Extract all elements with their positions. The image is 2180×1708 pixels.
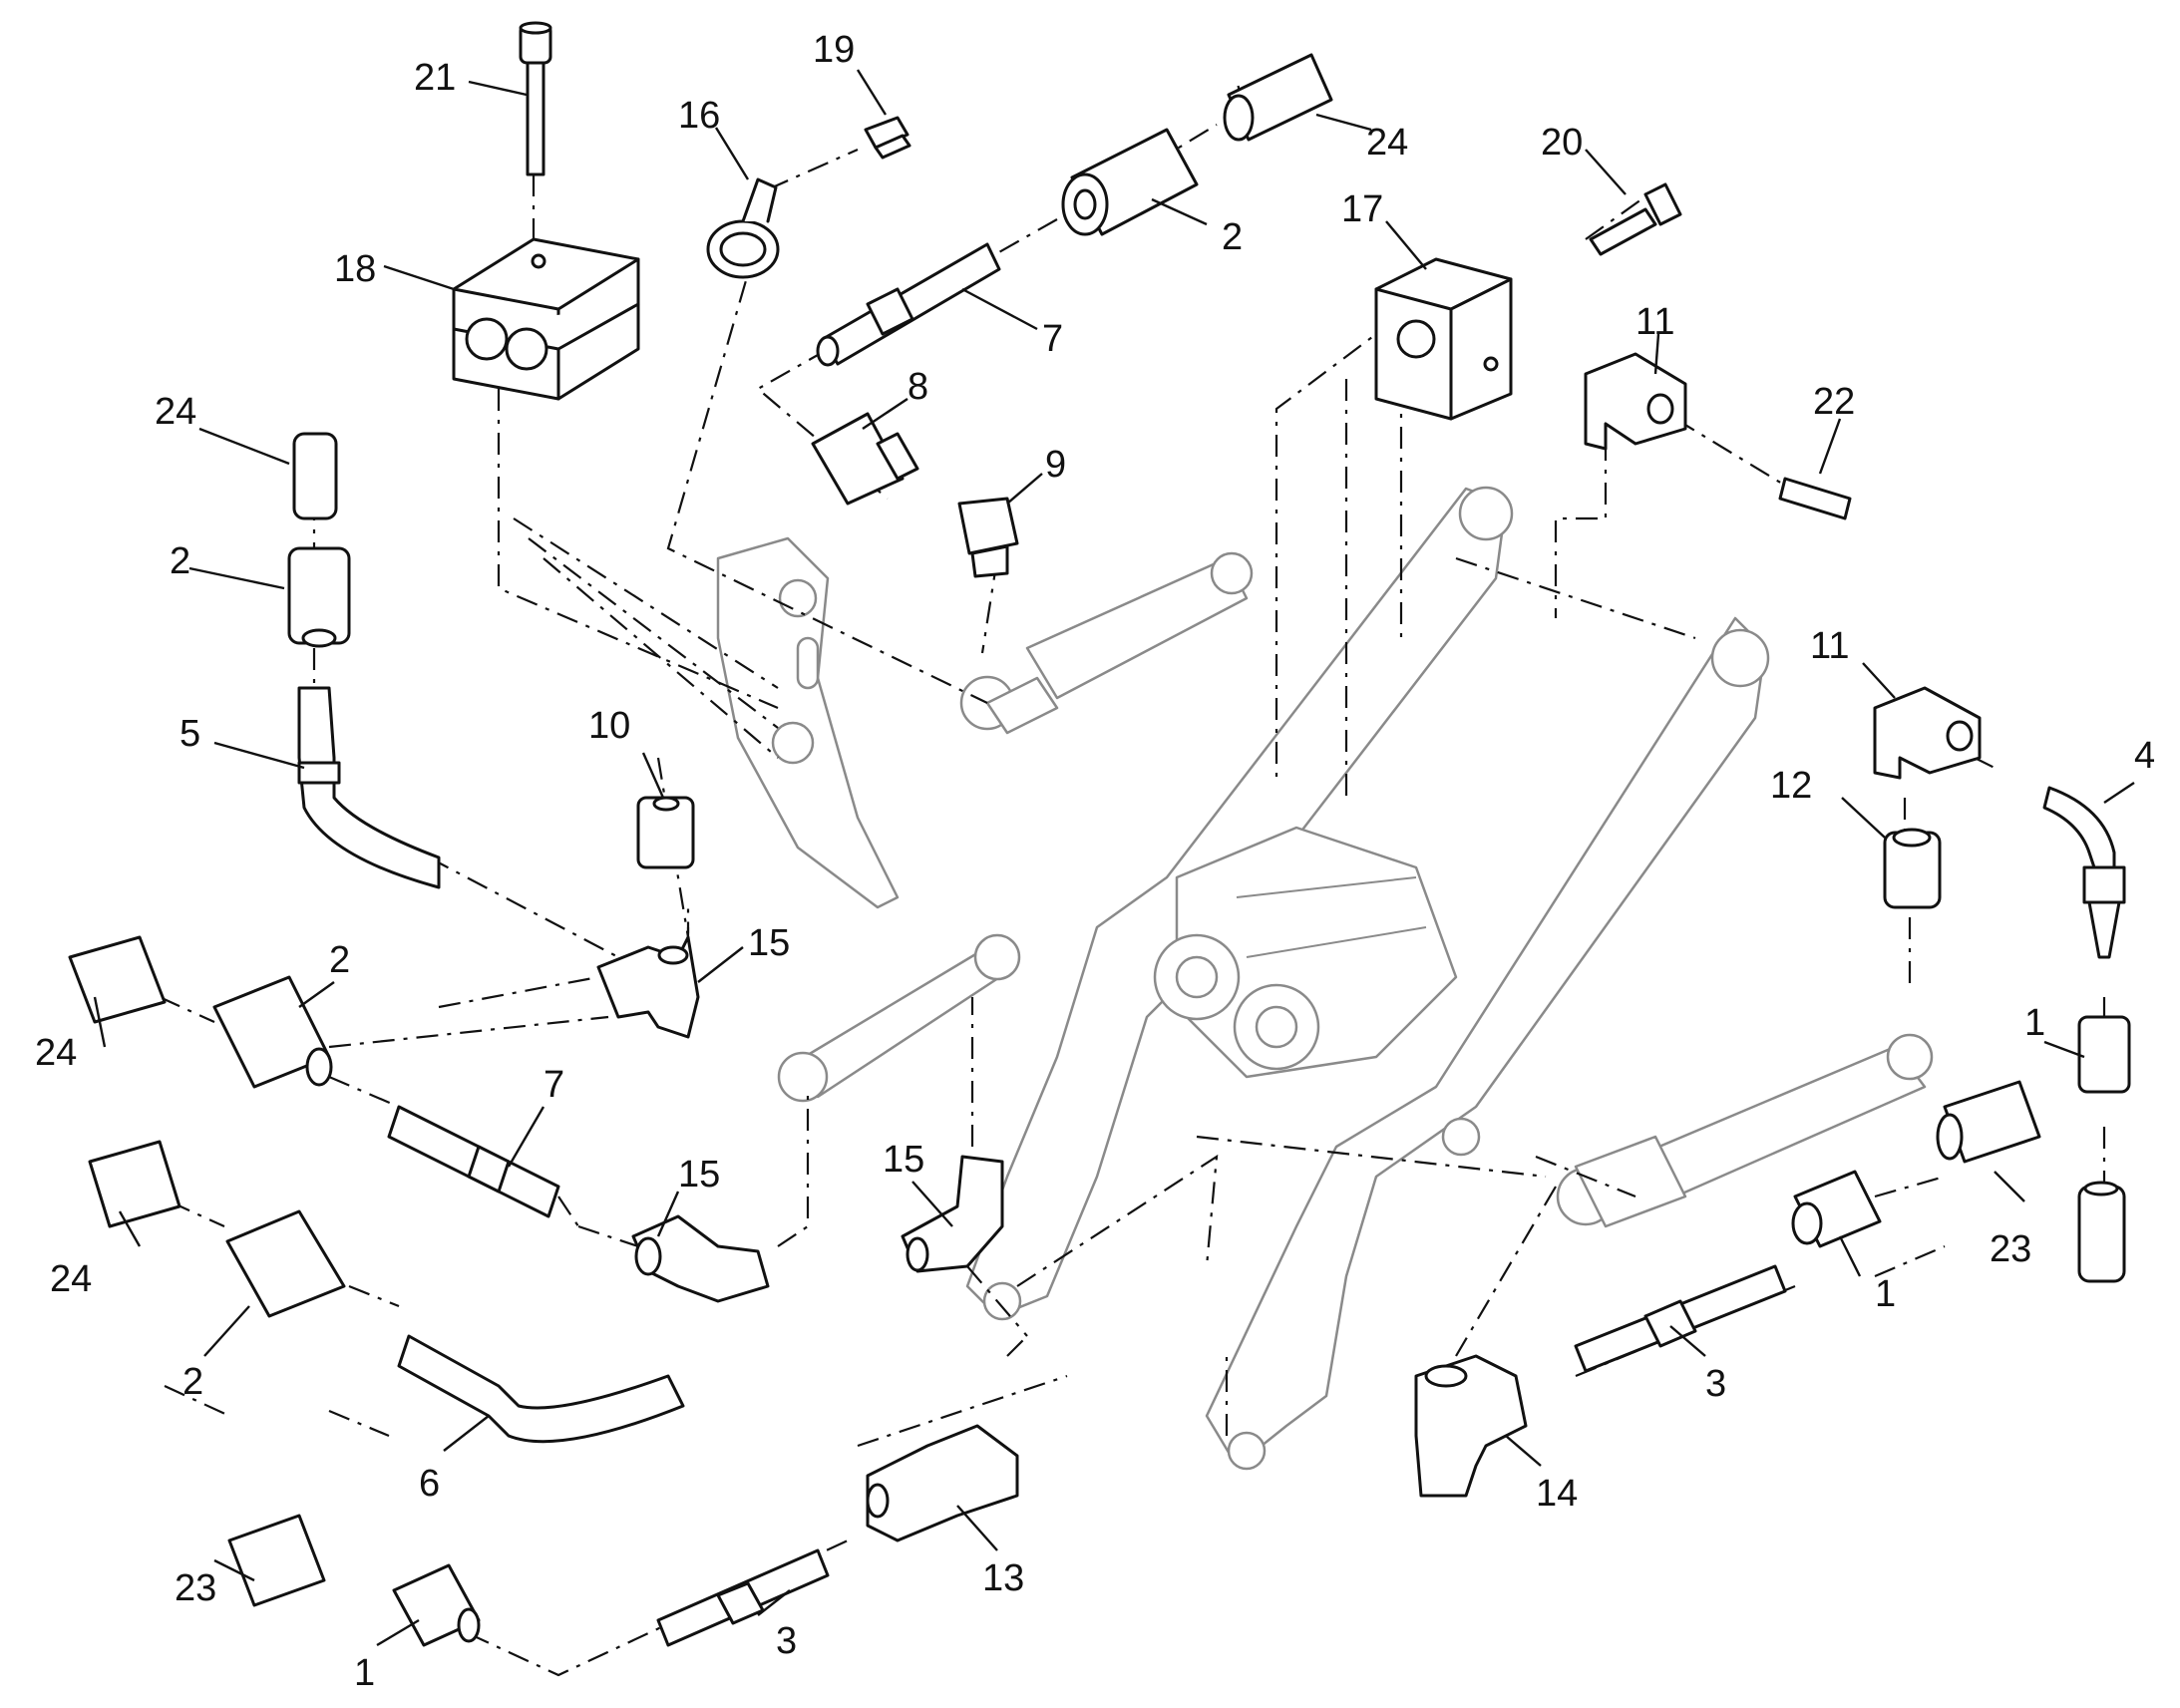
nut-10[interactable] (636, 796, 695, 869)
adapter-13[interactable] (866, 1424, 1019, 1542)
cap-screw-19[interactable] (864, 116, 911, 160)
callout-15-right: 15 (883, 1139, 924, 1181)
sleeve-24-left-upper[interactable] (292, 432, 338, 520)
hose-fitting-3-mid[interactable] (1574, 1264, 1787, 1373)
callout-7-mid: 7 (544, 1064, 564, 1106)
callout-9: 9 (1045, 444, 1066, 486)
callout-24-left-upper: 24 (155, 391, 196, 433)
callout-24-left-mid: 24 (35, 1032, 77, 1074)
callout-1-left-lower: 1 (354, 1652, 375, 1694)
hose-fitting-3-lower[interactable] (656, 1548, 830, 1647)
hose-fitting-7-mid[interactable] (387, 1105, 560, 1218)
sleeve-23-right[interactable] (2077, 1181, 2126, 1283)
hose-end-4[interactable] (2042, 786, 2126, 959)
hose-fitting-7-top[interactable] (816, 242, 1001, 367)
nut-1-right-upper[interactable] (2077, 1015, 2131, 1094)
nut-1-left-lower[interactable] (392, 1563, 481, 1647)
sleeve-24-left-lower[interactable] (88, 1140, 182, 1228)
callout-13: 13 (982, 1557, 1024, 1599)
sleeve-23-right-lower[interactable] (1936, 1080, 2041, 1164)
cap-screw-20[interactable] (1589, 182, 1682, 256)
callout-4: 4 (2134, 735, 2155, 777)
callout-15-lower: 15 (678, 1154, 720, 1196)
hose-end-5[interactable] (297, 686, 441, 889)
callout-19: 19 (813, 29, 855, 71)
elbow-11-right[interactable] (1873, 686, 1982, 780)
nut-2-left-lower[interactable] (225, 1209, 346, 1318)
callout-2-left-lower: 2 (182, 1361, 203, 1403)
callout-20: 20 (1541, 122, 1583, 164)
callout-2-left-mid: 2 (329, 939, 350, 981)
callout-2-top: 2 (1222, 216, 1243, 258)
elbow-15-right[interactable] (901, 1155, 1004, 1273)
adapter-8[interactable] (811, 412, 919, 506)
callout-7-top: 7 (1042, 318, 1063, 360)
callout-2-left-upper: 2 (170, 540, 190, 582)
assembly-path-lines (159, 79, 2106, 1677)
callout-23-right: 23 (1990, 1228, 2031, 1270)
callout-14: 14 (1536, 1473, 1578, 1515)
callout-5: 5 (180, 713, 200, 755)
callout-labels: 21 19 16 24 2 20 17 18 7 11 8 22 24 9 2 … (35, 29, 2155, 1694)
callout-6: 6 (419, 1463, 440, 1505)
clamp-block-17[interactable] (1374, 257, 1513, 421)
callout-3-mid: 3 (1705, 1363, 1726, 1405)
nut-1-mid[interactable] (1791, 1170, 1882, 1248)
cap-9[interactable] (957, 497, 1019, 578)
callout-22: 22 (1813, 381, 1855, 423)
callout-1-mid: 1 (1875, 1273, 1896, 1315)
nut-2-left-mid[interactable] (212, 975, 333, 1089)
callout-10: 10 (588, 705, 630, 747)
elbow-15-lower[interactable] (631, 1214, 770, 1303)
callout-11-top: 11 (1635, 301, 1674, 343)
callout-18: 18 (334, 248, 376, 290)
nut-2-top[interactable] (1061, 128, 1199, 236)
callout-15-upper: 15 (748, 922, 790, 964)
adapter-12[interactable] (1883, 828, 1942, 909)
sleeve-22[interactable] (1778, 477, 1852, 520)
hose-clamp-16[interactable] (706, 177, 780, 279)
elbow-14[interactable] (1414, 1354, 1528, 1498)
sleeve-23-left[interactable] (227, 1514, 326, 1607)
callout-16: 16 (678, 95, 720, 137)
nut-2-left-upper[interactable] (287, 546, 351, 648)
callout-24-top: 24 (1366, 122, 1408, 164)
sleeve-24-left-mid[interactable] (68, 935, 167, 1024)
callout-11-right: 11 (1810, 625, 1849, 667)
callout-12: 12 (1770, 765, 1812, 807)
callout-3-lower: 3 (776, 1620, 797, 1662)
cap-screw-21[interactable] (519, 21, 552, 176)
elbow-15-upper[interactable] (596, 935, 700, 1039)
callout-leaders (93, 69, 2135, 1647)
callout-1-right-upper: 1 (2024, 1002, 2045, 1044)
callout-8: 8 (908, 366, 928, 408)
sleeve-24-top[interactable] (1223, 53, 1333, 142)
callout-17: 17 (1341, 188, 1383, 230)
hose-end-6[interactable] (397, 1334, 685, 1444)
callout-21: 21 (414, 57, 456, 99)
loader-frame-ghost (716, 486, 1934, 1471)
clamp-block-18[interactable] (452, 237, 640, 401)
callout-23-left: 23 (175, 1567, 216, 1609)
callout-24-left-lower: 24 (50, 1258, 92, 1300)
elbow-11-top[interactable] (1584, 352, 1687, 451)
